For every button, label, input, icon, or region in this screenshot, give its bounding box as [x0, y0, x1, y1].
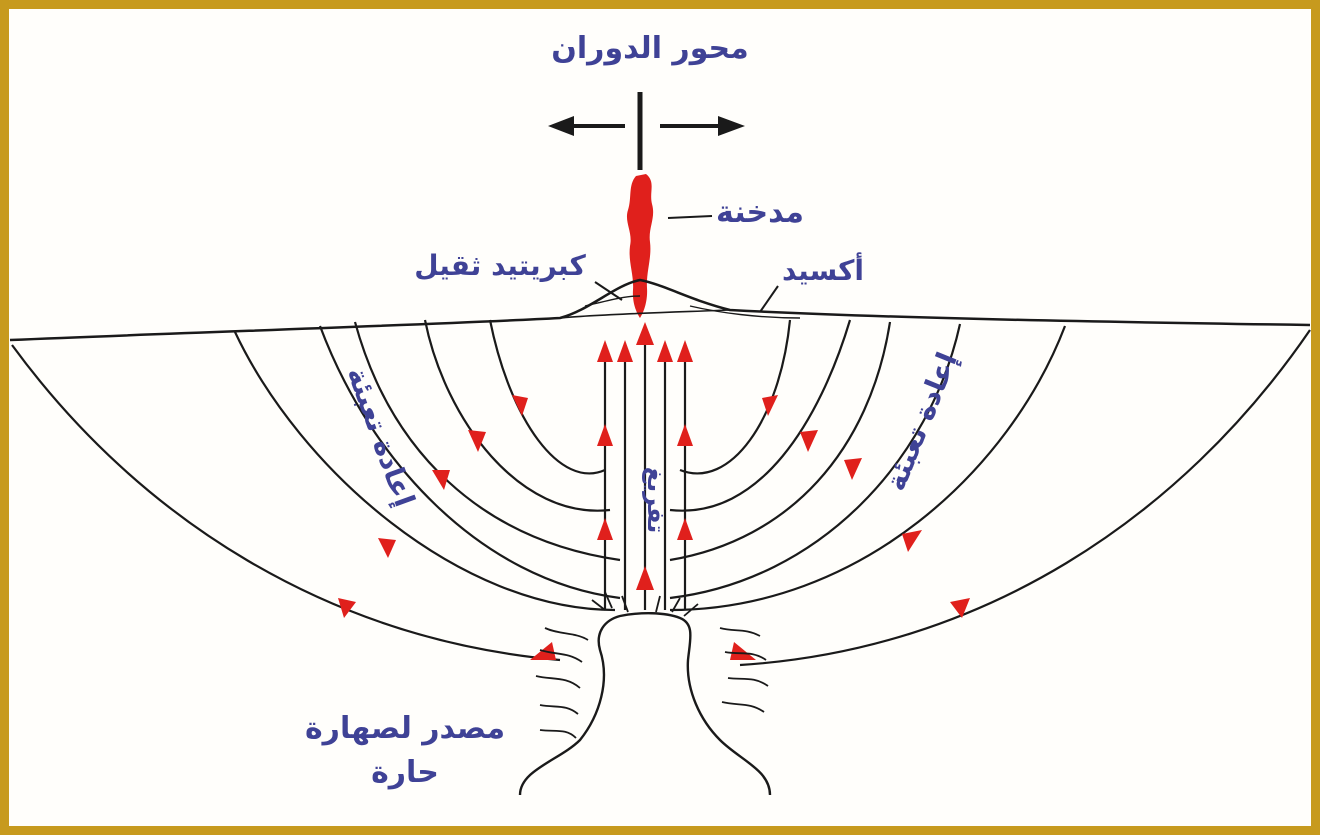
heavy-sulfide-label: كبريتيد ثقيل: [414, 249, 586, 282]
chimney-label: مدخنة: [716, 195, 804, 230]
oxide-pointer: [760, 286, 778, 312]
sulfide-pointer: [595, 282, 622, 300]
discharge-label: تفريغ: [642, 467, 670, 534]
magma-source: [520, 592, 770, 795]
recharge-right-label: إعادة تعبئة: [879, 348, 965, 496]
right-flow-lines: [670, 320, 1310, 665]
heat-source-label-line2: حارة: [371, 755, 439, 790]
arrow-right-icon: [660, 116, 745, 136]
left-flow-lines: [12, 320, 620, 660]
sea-floor: [10, 280, 1310, 340]
heat-source-label-line1: مصدر لصهارة: [305, 711, 505, 746]
rotation-axis-label: محور الدوران: [551, 31, 748, 66]
arrow-left-icon: [548, 116, 625, 136]
chimney-pointer: [668, 216, 712, 218]
oxide-label: أكسيد: [782, 252, 864, 287]
